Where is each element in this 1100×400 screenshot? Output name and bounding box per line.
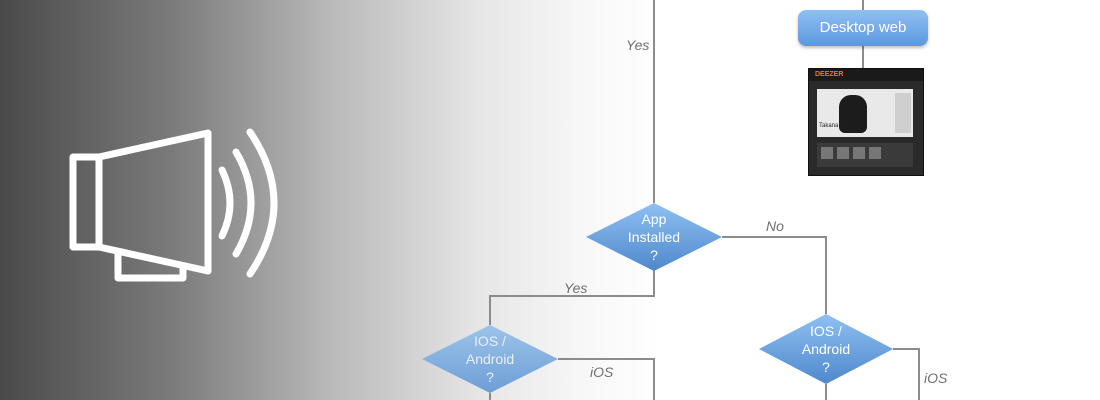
node-label-line: ? [650,247,658,263]
megaphone-icon [69,128,278,282]
decision-os-right: IOS / Android ? [759,314,893,384]
connector-right-ios [893,348,920,400]
thumbnail [853,147,865,159]
deezer-logo: DEEZER [815,71,844,78]
node-label-line: IOS / [474,333,506,349]
connector-yes [489,270,655,325]
thumbnail [869,147,881,159]
node-label-line: Installed [628,229,680,245]
screenshot-caption: Takana Zion [819,123,852,129]
node-label-line: IOS / [810,323,842,339]
connector-left-ios [558,358,655,400]
screenshot-sidebar [895,93,911,133]
node-label-line: Android [802,341,850,357]
edge-label-top-yes: Yes [626,37,649,53]
connector-no [722,236,827,314]
node-label-line: ? [822,359,830,375]
edge-label-installed-no: No [766,218,784,234]
thumbnail [837,147,849,159]
screenshot-header [809,69,923,81]
node-desktop-web: Desktop web [798,10,928,46]
node-label-line: Android [466,351,514,367]
node-label-line: ? [486,369,494,385]
screenshot-thumbnails [817,143,913,167]
node-label-line: App [642,211,667,227]
decision-os-left: IOS / Android ? [422,325,558,393]
decision-app-installed: App Installed ? [586,203,722,271]
edge-label-left-ios: iOS [590,364,614,380]
edge-label-right-ios: iOS [924,370,948,386]
thumbnail [821,147,833,159]
edge-label-installed-yes: Yes [564,280,587,296]
artist-photo [839,95,867,133]
deezer-website-screenshot: DEEZER Takana Zion [808,68,924,176]
connector-lines [489,0,920,400]
